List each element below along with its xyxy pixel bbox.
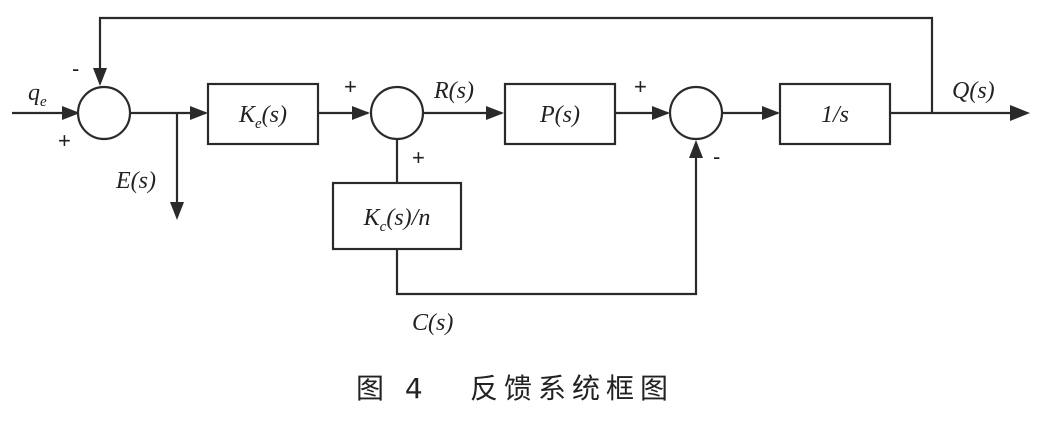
c-signal-label: C(s) xyxy=(412,310,453,336)
output-arrow xyxy=(1010,105,1030,121)
input-signal-label: qe xyxy=(28,80,47,110)
sum2-bottom-sign: + xyxy=(412,145,425,170)
sum3-bottom-sign: - xyxy=(713,144,720,169)
summing-junction-2 xyxy=(369,85,425,141)
figure-caption-number: 图 4 xyxy=(356,372,429,405)
ke-to-sum2-arrow xyxy=(352,106,370,120)
error-arrow xyxy=(170,202,184,220)
p-to-sum3-arrow xyxy=(652,106,670,120)
integrator-block-label: 1/s xyxy=(821,102,849,128)
p-block-label: P(s) xyxy=(539,102,580,128)
sum1-input-sign: + xyxy=(58,128,71,153)
sum2-forward-sign: + xyxy=(344,74,357,99)
sum3-forward-sign: + xyxy=(634,74,647,99)
sum1-feedback-sign: - xyxy=(72,56,79,81)
ke-block xyxy=(206,82,320,146)
p-block xyxy=(503,82,617,146)
summing-junction-3 xyxy=(668,85,724,141)
outer-feedback-arrow xyxy=(93,68,107,86)
c-feedback-arrow xyxy=(689,140,703,158)
sum3-to-integrator-arrow xyxy=(762,106,780,120)
input-arrow xyxy=(62,106,80,120)
figure-caption-title: 反馈系统框图 xyxy=(470,372,674,405)
sum1-to-ke-arrow xyxy=(190,106,208,120)
outer-feedback-line xyxy=(98,16,934,113)
output-signal-label: Q(s) xyxy=(952,78,995,104)
kc-block xyxy=(331,181,463,251)
kc-block-label: Kc(s)/n xyxy=(363,205,431,235)
r-signal-label: R(s) xyxy=(433,78,474,104)
integrator-block xyxy=(778,82,892,146)
ke-block-label: Ke(s) xyxy=(238,102,287,132)
summing-junction-1 xyxy=(76,85,132,141)
c-feedback-line xyxy=(395,148,698,296)
error-signal-label: E(s) xyxy=(115,168,156,194)
r-arrow xyxy=(486,106,504,120)
